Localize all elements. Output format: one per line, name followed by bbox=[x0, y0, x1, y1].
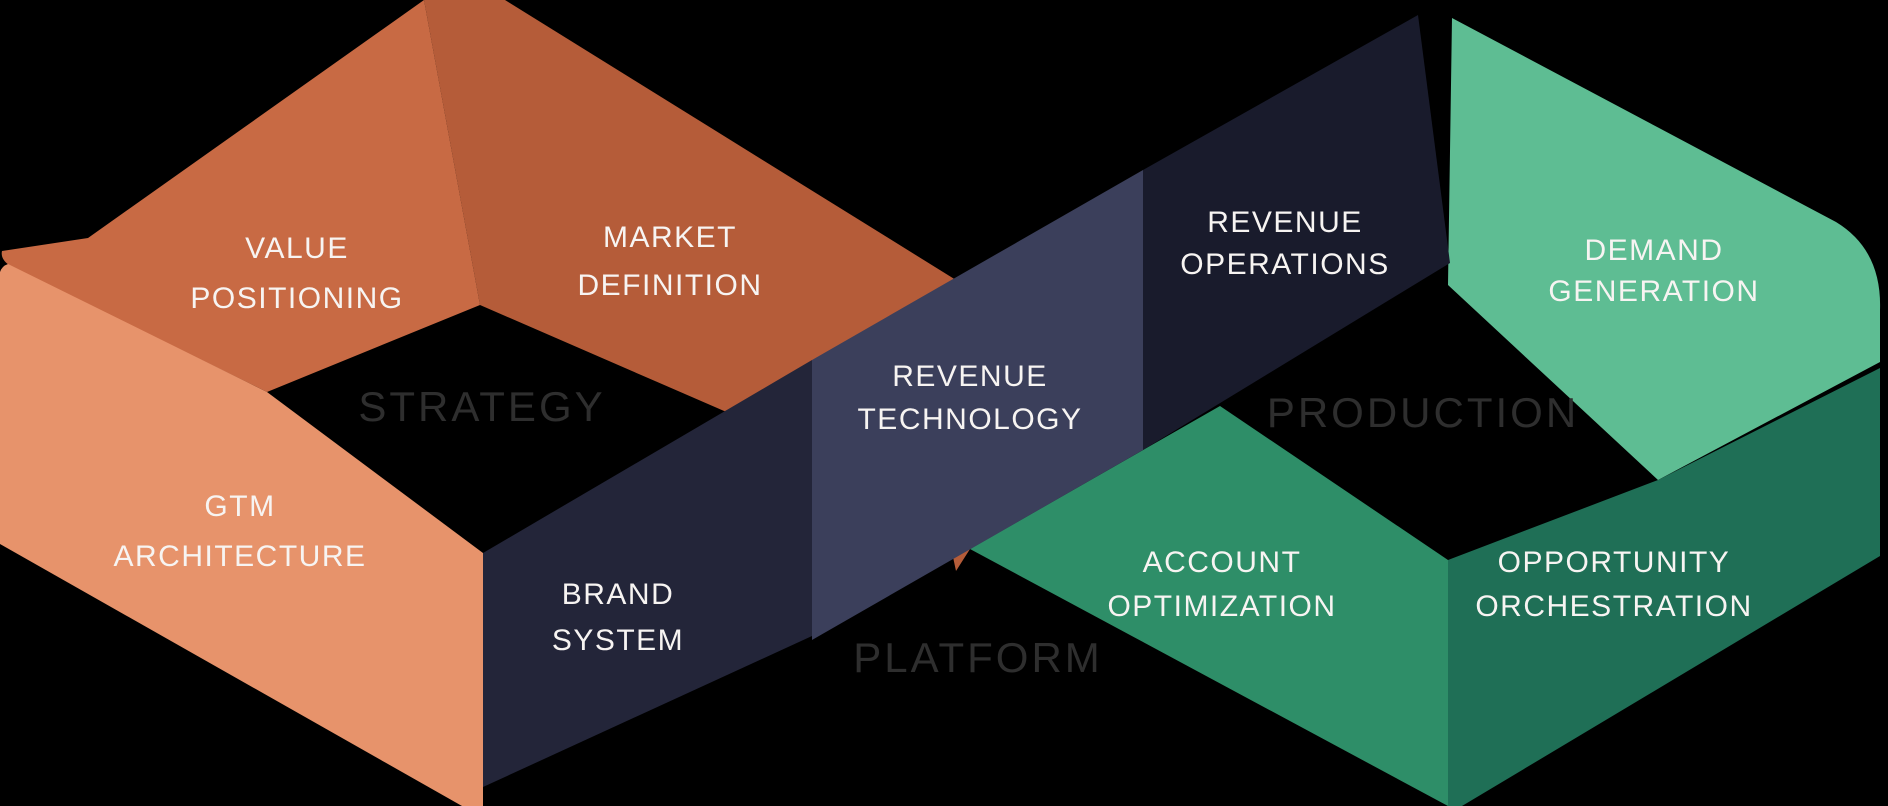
platform-zone-label: PLATFORM bbox=[853, 634, 1103, 681]
demand-generation-face bbox=[1448, 18, 1881, 480]
demand-generation-line2: GENERATION bbox=[1548, 275, 1759, 308]
demand-generation-line1: DEMAND bbox=[1584, 234, 1723, 267]
opportunity-orchestration-label: OPPORTUNITY ORCHESTRATION bbox=[1475, 546, 1752, 623]
revenue-technology-face bbox=[812, 170, 1143, 640]
revenue-technology-line1: REVENUE bbox=[892, 360, 1048, 393]
opportunity-orchestration-line2: ORCHESTRATION bbox=[1475, 590, 1752, 623]
revenue-operations-line1: REVENUE bbox=[1207, 206, 1363, 239]
market-definition-face bbox=[424, 0, 964, 457]
revenue-technology-line2: TECHNOLOGY bbox=[857, 403, 1082, 436]
market-definition-line2: DEFINITION bbox=[578, 269, 763, 302]
value-positioning-label: VALUE POSITIONING bbox=[190, 232, 403, 315]
demand-generation-label: DEMAND GENERATION bbox=[1548, 234, 1759, 308]
brand-system-line1: BRAND bbox=[562, 578, 675, 611]
gtm-architecture-line1: GTM bbox=[204, 490, 275, 523]
brand-system-label: BRAND SYSTEM bbox=[552, 578, 684, 657]
account-optimization-face bbox=[970, 406, 1448, 806]
brand-system-line2: SYSTEM bbox=[552, 624, 684, 657]
market-definition-label: MARKET DEFINITION bbox=[578, 221, 763, 302]
brand-system-face bbox=[483, 360, 812, 787]
opportunity-orchestration-line1: OPPORTUNITY bbox=[1498, 546, 1731, 579]
value-positioning-line1: VALUE bbox=[245, 232, 349, 265]
production-zone-label: PRODUCTION bbox=[1267, 389, 1579, 436]
account-optimization-line2: OPTIMIZATION bbox=[1107, 590, 1336, 623]
opportunity-orchestration-face bbox=[1448, 368, 1880, 806]
value-positioning-face bbox=[1, 0, 480, 392]
revenue-operations-line2: OPERATIONS bbox=[1180, 248, 1389, 281]
revenue-operations-face bbox=[1143, 15, 1450, 450]
revenue-technology-label: REVENUE TECHNOLOGY bbox=[857, 360, 1082, 436]
account-optimization-label: ACCOUNT OPTIMIZATION bbox=[1107, 546, 1336, 623]
market-definition-line1: MARKET bbox=[603, 221, 737, 254]
gtm-architecture-label: GTM ARCHITECTURE bbox=[113, 490, 366, 573]
account-optimization-line1: ACCOUNT bbox=[1143, 546, 1302, 579]
gtm-architecture-line2: ARCHITECTURE bbox=[113, 540, 366, 573]
revenue-operations-label: REVENUE OPERATIONS bbox=[1180, 206, 1389, 281]
strategy-zone-label: STRATEGY bbox=[358, 383, 605, 430]
value-positioning-line2: POSITIONING bbox=[190, 282, 403, 315]
gtm-architecture-face bbox=[0, 264, 483, 806]
